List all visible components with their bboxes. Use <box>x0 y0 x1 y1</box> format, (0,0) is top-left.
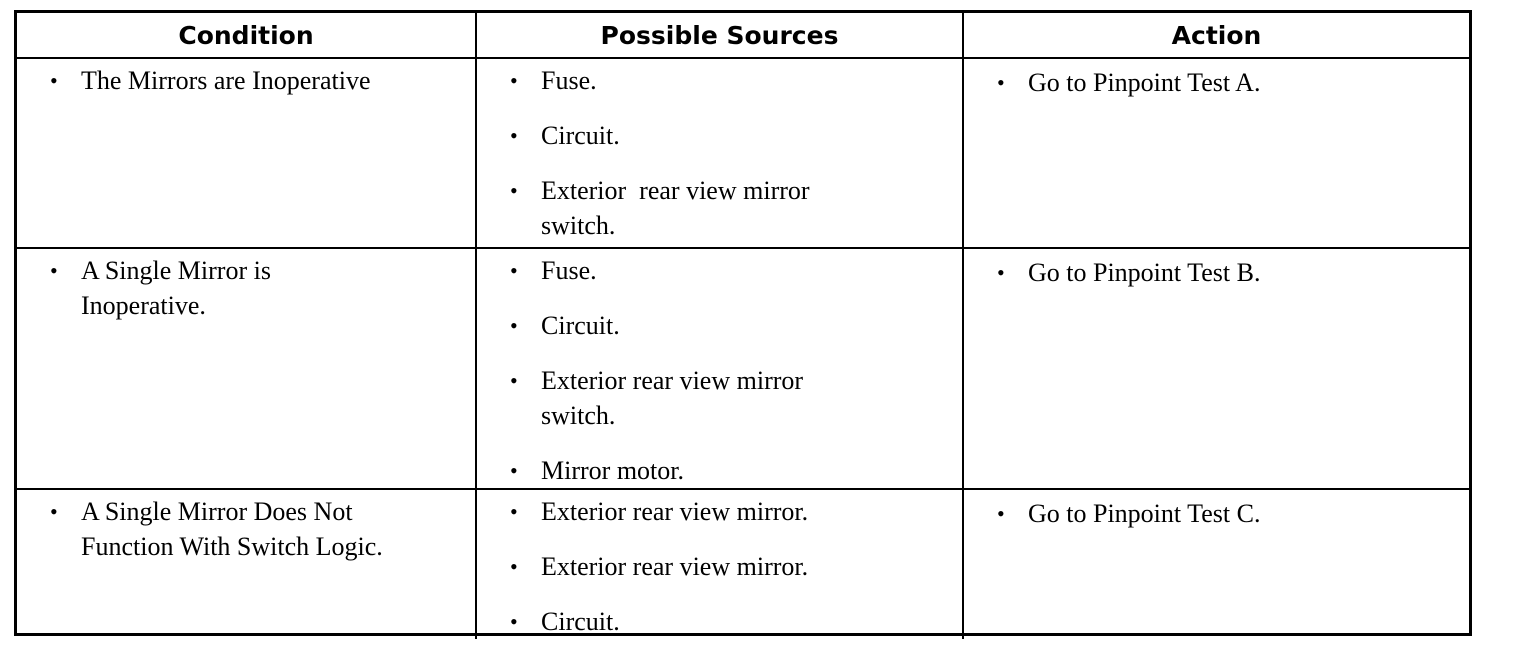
list-item: • Go to Pinpoint Test A. <box>964 65 1469 100</box>
bullet-icon: • <box>510 178 518 203</box>
action-cell: • Go to Pinpoint Test B. <box>962 247 1469 490</box>
list-item: • Exterior rear view mirror switch. <box>477 363 841 433</box>
symptom-chart: Condition Possible Sources Action • The M… <box>17 13 1469 639</box>
sources-cell: • Fuse. • Circuit. • Exterior rear view mir… <box>475 57 964 249</box>
bullet-icon: • <box>50 258 58 283</box>
diagnostic-table: Condition Possible Sources Action • The M… <box>14 10 1472 639</box>
list-item: • Exterior rear view mirror. <box>477 549 962 584</box>
list-item: • A Single Mirror is Inoperative. <box>17 253 281 323</box>
bullet-icon: • <box>510 368 518 393</box>
bullet-icon: • <box>510 609 518 634</box>
list-item: • A Single Mirror Does Not Function With … <box>17 494 421 564</box>
source-text: Exterior rear view mirror. <box>541 497 809 526</box>
condition-text: A Single Mirror Does Not Function With S… <box>81 497 383 561</box>
header-action: Action <box>962 13 1469 59</box>
list-item: • Mirror motor. <box>477 453 962 488</box>
list-item: • Fuse. <box>477 63 962 98</box>
table-row: • A Single Mirror Does Not Function With … <box>17 488 1469 639</box>
action-text: Go to Pinpoint Test B. <box>1028 258 1261 287</box>
bullet-icon: • <box>50 499 58 524</box>
list-item: • Circuit. <box>477 308 962 343</box>
list-item: • Exterior rear view mirror switch. <box>477 173 841 243</box>
header-possible-sources: Possible Sources <box>475 13 964 59</box>
condition-cell: • A Single Mirror Does Not Function With … <box>17 488 477 639</box>
source-text: Circuit. <box>541 311 620 340</box>
list-item: • Fuse. <box>477 253 962 288</box>
bullet-icon: • <box>510 458 518 483</box>
bullet-icon: • <box>50 68 58 93</box>
sources-cell: • Exterior rear view mirror. • Exterior re… <box>475 488 964 639</box>
action-text: Go to Pinpoint Test C. <box>1028 499 1261 528</box>
condition-cell: • A Single Mirror is Inoperative. <box>17 247 477 490</box>
condition-cell: • The Mirrors are Inoperative <box>17 57 477 249</box>
list-item: • The Mirrors are Inoperative <box>17 63 475 98</box>
sources-cell: • Fuse. • Circuit. • Exterior rear view mir… <box>475 247 964 490</box>
list-item: • Exterior rear view mirror. <box>477 494 962 529</box>
source-text: Exterior rear view mirror switch. <box>541 176 817 240</box>
header-row: Condition Possible Sources Action <box>17 13 1469 59</box>
source-text: Fuse. <box>541 66 597 95</box>
bullet-icon: • <box>510 499 518 524</box>
bullet-icon: • <box>510 258 518 283</box>
action-cell: • Go to Pinpoint Test A. <box>962 57 1469 249</box>
header-condition: Condition <box>17 13 477 59</box>
bullet-icon: • <box>510 313 518 338</box>
source-text: Circuit. <box>541 121 620 150</box>
bullet-icon: • <box>510 68 518 93</box>
bullet-icon: • <box>510 123 518 148</box>
list-item: • Circuit. <box>477 118 962 153</box>
action-cell: • Go to Pinpoint Test C. <box>962 488 1469 639</box>
table-row: • A Single Mirror is Inoperative. • Fuse. … <box>17 247 1469 490</box>
source-text: Exterior rear view mirror. <box>541 552 809 581</box>
bullet-icon: • <box>997 260 1005 285</box>
list-item: • Circuit. <box>477 604 962 639</box>
source-text: Fuse. <box>541 256 597 285</box>
bullet-icon: • <box>997 70 1005 95</box>
list-item: • Go to Pinpoint Test B. <box>964 255 1469 290</box>
action-text: Go to Pinpoint Test A. <box>1028 68 1261 97</box>
source-text: Exterior rear view mirror switch. <box>541 366 804 430</box>
list-item: • Go to Pinpoint Test C. <box>964 496 1469 531</box>
bullet-icon: • <box>510 554 518 579</box>
condition-text: A Single Mirror is Inoperative. <box>81 256 271 320</box>
source-text: Circuit. <box>541 607 620 636</box>
source-text: Mirror motor. <box>541 456 684 485</box>
table-row: • The Mirrors are Inoperative • Fuse. • Cir… <box>17 57 1469 249</box>
condition-text: The Mirrors are Inoperative <box>81 66 371 95</box>
bullet-icon: • <box>997 501 1005 526</box>
